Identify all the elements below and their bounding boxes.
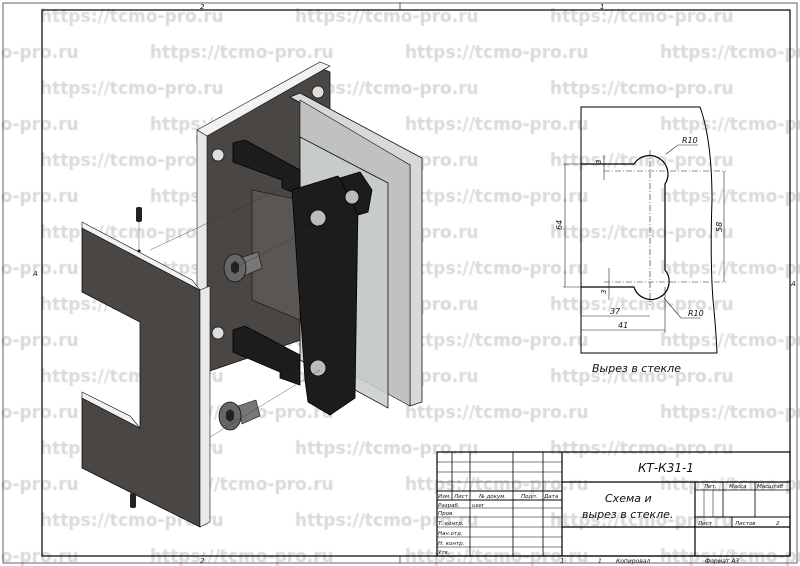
developer-name: user xyxy=(472,503,485,509)
zone-label: A xyxy=(790,280,796,288)
dim-3-bottom: 3 xyxy=(600,290,608,294)
role-developer: Разраб. xyxy=(438,503,460,509)
role-norm-control: Н. контр. xyxy=(438,541,465,547)
role-tech-control: Т. контр. xyxy=(438,521,464,527)
hdr-sign: Подп. xyxy=(521,494,538,500)
hdr-date: Дата xyxy=(543,494,559,500)
bracket-hole xyxy=(309,359,327,377)
sheets-count: 2 xyxy=(776,521,780,527)
countersunk-hole xyxy=(211,148,225,162)
countersunk-hole xyxy=(311,85,325,99)
screw-upper xyxy=(223,251,263,283)
inner-block xyxy=(251,189,301,321)
drawing-name-line2: вырез в стекле. xyxy=(582,508,673,521)
hdr-izm: Изм. xyxy=(438,494,451,500)
copied-num: 1 xyxy=(598,558,602,565)
dim-r10-top: R10 xyxy=(682,136,698,145)
zone-label: A xyxy=(32,270,38,278)
dim-64: 64 xyxy=(555,220,564,230)
sheets-label: Листов xyxy=(734,521,756,527)
sheet-label: Лист xyxy=(697,521,713,527)
bracket-hole xyxy=(344,189,360,205)
dim-41: 41 xyxy=(618,321,628,330)
drawing-name-line1: Схема и xyxy=(605,492,652,505)
mass-label: Масса xyxy=(729,484,747,490)
zone-label: 1 xyxy=(560,557,564,565)
screw-lower xyxy=(218,399,261,431)
dim-58: 58 xyxy=(715,222,724,232)
role-dept-head: Нач.отд. xyxy=(438,531,463,537)
black-bracket xyxy=(232,139,373,416)
format-label: Формат А3 xyxy=(705,558,739,565)
inner-frame xyxy=(41,9,791,557)
dim-3-top: 3 xyxy=(595,160,603,164)
role-approved: Утв. xyxy=(438,550,450,556)
cutout-contour xyxy=(581,155,670,301)
dim-r10-bottom: R10 xyxy=(688,309,704,318)
title-block xyxy=(436,451,791,557)
hdr-list: Лист xyxy=(453,494,469,500)
hinge-exploded-view xyxy=(81,61,423,528)
glass-outline xyxy=(580,106,718,354)
zone-label: 1 xyxy=(600,3,604,11)
set-screw-top xyxy=(136,207,142,222)
set-screw-bottom xyxy=(130,493,136,508)
cutout-caption: Вырез в стекле xyxy=(592,362,681,375)
role-checker: Пров. xyxy=(438,511,454,517)
copied-label: Копировал xyxy=(616,558,650,565)
zone-label: 2 xyxy=(200,3,205,11)
zone-label: 2 xyxy=(200,557,205,565)
scale-label: Масштаб xyxy=(757,484,784,490)
dim-37: 37 xyxy=(610,307,621,316)
countersunk-hole xyxy=(211,326,225,340)
lit-label: Лит. xyxy=(703,484,717,490)
designation: КТ-К31-1 xyxy=(638,461,694,475)
title-block-text: КТ-К31-1 Схема и вырез в стекле. Изм. Ли… xyxy=(438,461,784,565)
glass-cutout-drawing: 64 58 3 3 37 41 R10 R10 Вырез в стекле xyxy=(555,106,726,375)
hdr-doc: № докум. xyxy=(478,494,506,500)
bracket-hole xyxy=(309,209,327,227)
